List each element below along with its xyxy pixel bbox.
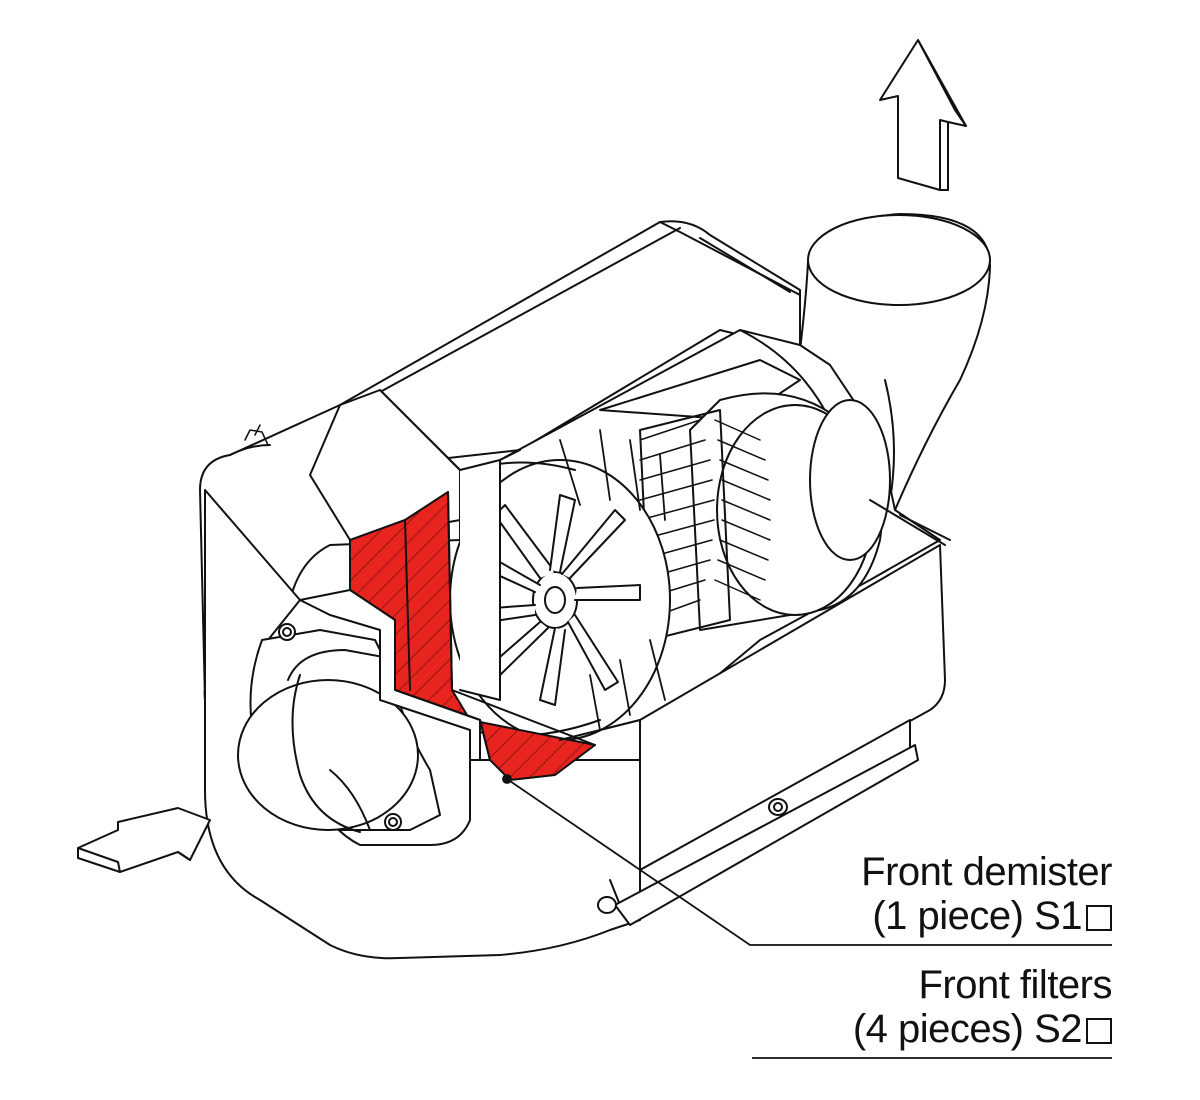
inner-frame	[299, 449, 521, 761]
front-filters-label: Front filters (4 pieces) S2	[853, 963, 1113, 1051]
arrow-right-icon	[77, 807, 211, 873]
housing-body	[339, 220, 801, 471]
checkbox-square-icon	[1086, 905, 1112, 931]
checkbox-square-icon	[1086, 1018, 1112, 1044]
base-box	[559, 499, 951, 926]
motor	[639, 392, 891, 641]
front-demister-title: Front demister	[861, 850, 1112, 894]
front-demister-code: (1 piece) S1	[861, 894, 1112, 938]
inlet-ring	[237, 623, 441, 833]
front-demister-label: Front demister (1 piece) S1	[861, 850, 1112, 938]
front-filters-code: (4 pieces) S2	[853, 1007, 1112, 1051]
front-filters-title: Front filters	[918, 963, 1112, 1007]
arrow-up-icon	[879, 39, 967, 191]
leader-line	[506, 778, 1112, 946]
